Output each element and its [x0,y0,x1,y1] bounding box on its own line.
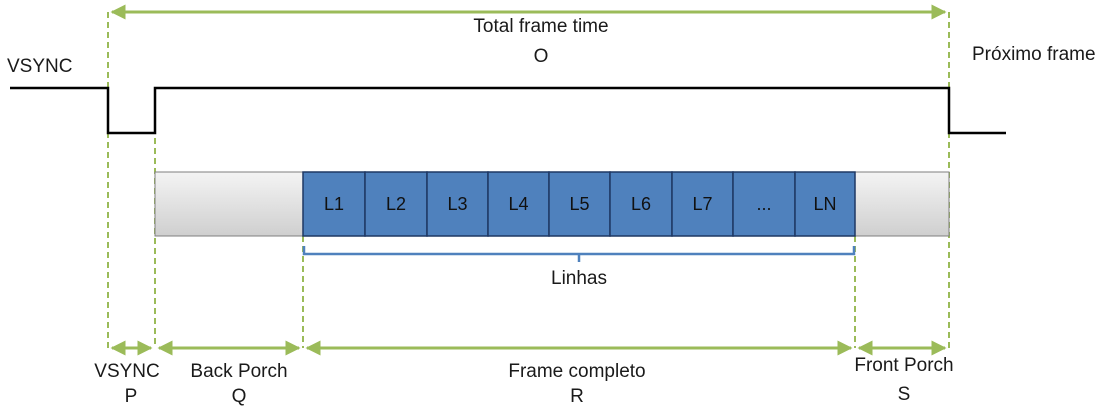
line-cell-L7 [671,171,734,237]
line-cell-label: L3 [447,194,468,214]
segment-frame-complete-name: Frame completo [508,361,646,382]
front-porch-box [854,171,950,237]
line-cell-L6 [609,171,673,237]
lines-brace [302,246,856,262]
line-cell-label: L4 [508,194,529,214]
segment-vsync-symbol: P [124,386,138,407]
segment-frame-complete-symbol: R [570,386,584,407]
segment-front-porch-name: Front Porch [854,355,954,376]
line-cell-label: ... [756,194,772,214]
line-cell-label: L7 [692,194,713,214]
line-cell-label: LN [813,194,837,214]
line-cell-ellipsis [732,171,796,237]
segment-back-porch-symbol: Q [231,386,247,407]
line-cell-label: L6 [630,194,652,214]
vsync-signal [10,86,1006,135]
line-cell-label: L1 [323,194,345,214]
total-frame-title: Total frame time [473,16,609,37]
segment-back-porch-name: Back Porch [190,361,288,382]
line-cell-LN [794,171,856,237]
segment-front-porch-symbol: S [897,384,911,405]
vsync-signal-label: VSYNC [7,56,73,77]
line-cell-label: L2 [385,194,407,214]
line-cells [302,171,856,237]
line-cell-label: L5 [569,194,590,214]
total-frame-symbol: O [533,46,549,67]
back-porch-box [154,171,304,237]
segment-vsync-name: VSYNC [94,361,160,382]
next-frame-label: Próximo frame [972,44,1096,65]
lines-brace-label: Linhas [551,268,607,289]
